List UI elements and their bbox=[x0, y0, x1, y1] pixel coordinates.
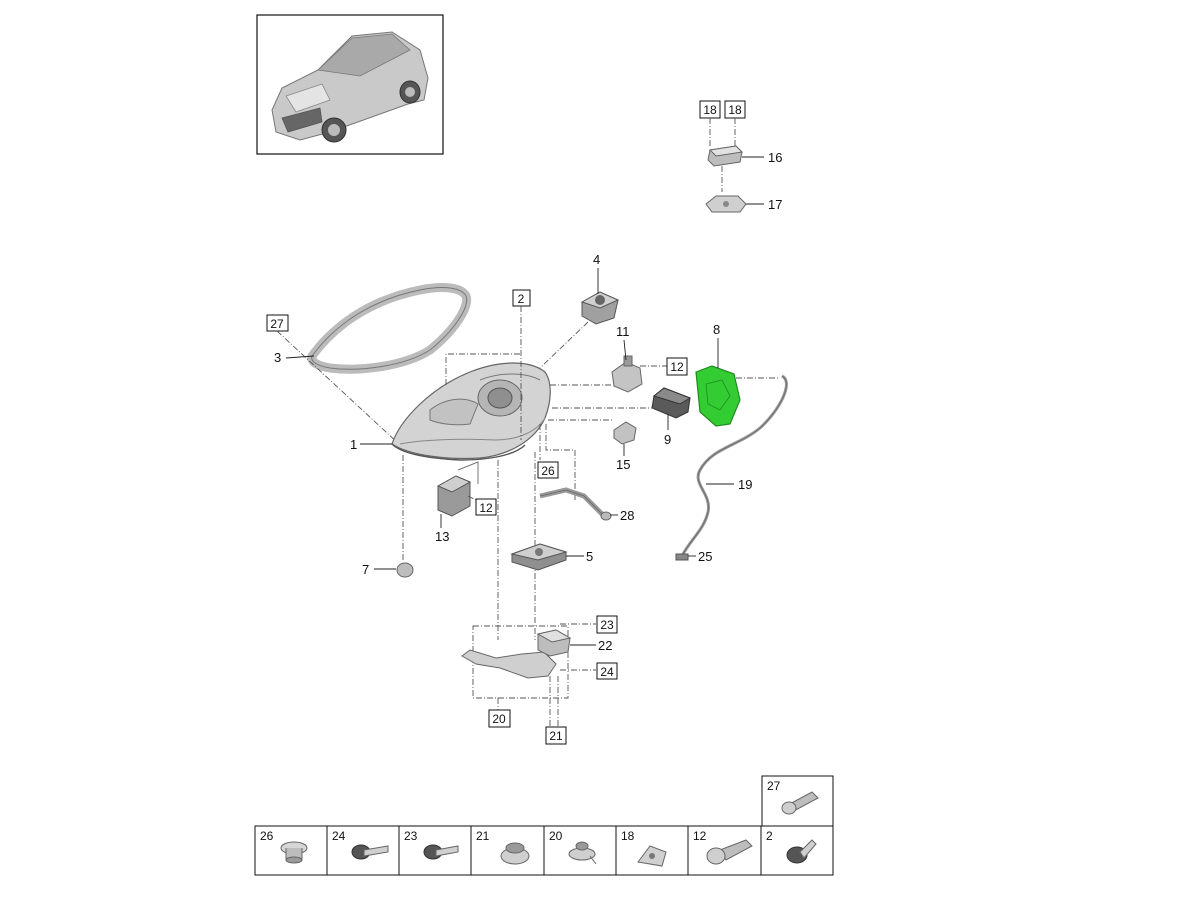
module-9 bbox=[651, 387, 692, 419]
fan-4 bbox=[580, 291, 620, 325]
speed-nut-icon bbox=[637, 845, 667, 867]
callout-box bbox=[488, 709, 511, 728]
module-13 bbox=[436, 461, 479, 517]
callout-13: 13 bbox=[435, 529, 449, 544]
callout-18a: 18 bbox=[703, 103, 717, 117]
table-cell-number: 24 bbox=[332, 829, 346, 843]
suv-illustration bbox=[271, 31, 429, 143]
control-module-16 bbox=[707, 145, 744, 167]
washer-screw-icon bbox=[423, 844, 459, 860]
bracket-17 bbox=[705, 195, 747, 213]
callout-box bbox=[512, 289, 531, 307]
callout-21: 21 bbox=[549, 729, 563, 743]
callout-5: 5 bbox=[586, 549, 593, 564]
callout-17: 17 bbox=[768, 197, 782, 212]
callout-24: 24 bbox=[600, 665, 614, 679]
table-cell-number: 18 bbox=[621, 829, 635, 843]
highlighted-part-8 bbox=[695, 365, 741, 427]
callout-box bbox=[545, 726, 567, 745]
callout-box bbox=[666, 357, 688, 376]
callout-28: 28 bbox=[620, 508, 634, 523]
callout-3: 3 bbox=[274, 350, 281, 365]
trim-ring-3 bbox=[307, 283, 472, 374]
nut-icon bbox=[500, 842, 530, 865]
callout-27: 27 bbox=[270, 317, 284, 331]
callout-4: 4 bbox=[593, 252, 600, 267]
callout-15: 15 bbox=[616, 457, 630, 472]
clip-icon bbox=[280, 841, 308, 864]
mounting-bracket-20 bbox=[461, 649, 557, 679]
callout-box bbox=[596, 662, 618, 680]
callout-8: 8 bbox=[713, 322, 720, 337]
washer-screw-icon bbox=[786, 839, 817, 864]
callout-box bbox=[475, 498, 497, 516]
callout-9: 9 bbox=[664, 432, 671, 447]
callout-12a: 12 bbox=[670, 360, 684, 374]
callout-26: 26 bbox=[541, 464, 555, 478]
callout-7: 7 bbox=[362, 562, 369, 577]
wiring-harness-19 bbox=[675, 374, 788, 561]
callout-23: 23 bbox=[600, 618, 614, 632]
screw-icon bbox=[781, 791, 819, 815]
callout-11: 11 bbox=[616, 324, 630, 339]
clip-nut-icon bbox=[568, 841, 597, 865]
callout-box bbox=[596, 615, 618, 634]
table-cell-number: 2 bbox=[766, 829, 773, 843]
vehicle-thumbnail bbox=[256, 14, 444, 155]
callout-16: 16 bbox=[768, 150, 782, 165]
table-cell-number: 12 bbox=[693, 829, 707, 843]
grommet-7 bbox=[396, 562, 414, 578]
fastener-15 bbox=[613, 421, 637, 445]
callout-1: 1 bbox=[350, 437, 357, 452]
table-cell-number: 26 bbox=[260, 829, 274, 843]
control-unit-5 bbox=[510, 543, 568, 571]
hose-28 bbox=[539, 487, 612, 521]
bracket-11 bbox=[611, 355, 643, 393]
table-cell-number: 23 bbox=[404, 829, 418, 843]
control-unit-group: 18 18 16 17 bbox=[699, 100, 782, 213]
headlamp-assembly-1 bbox=[391, 362, 551, 461]
washer-screw-icon bbox=[351, 844, 389, 860]
callout-20: 20 bbox=[492, 712, 506, 726]
tapping-screw-icon bbox=[706, 839, 753, 865]
table-cell-number: 20 bbox=[549, 829, 563, 843]
table-top-cell-number: 27 bbox=[767, 779, 781, 793]
callout-22: 22 bbox=[598, 638, 612, 653]
callout-box bbox=[537, 461, 559, 479]
callout-25: 25 bbox=[698, 549, 712, 564]
callout-12b: 12 bbox=[479, 501, 493, 515]
bracket-22 bbox=[536, 629, 572, 657]
table-cell-number: 21 bbox=[476, 829, 490, 843]
callout-19: 19 bbox=[738, 477, 752, 492]
fastener-table: 27 26 24 23 21 20 18 12 2 bbox=[254, 775, 834, 876]
callout-18b: 18 bbox=[728, 103, 742, 117]
callout-2: 2 bbox=[518, 292, 525, 306]
